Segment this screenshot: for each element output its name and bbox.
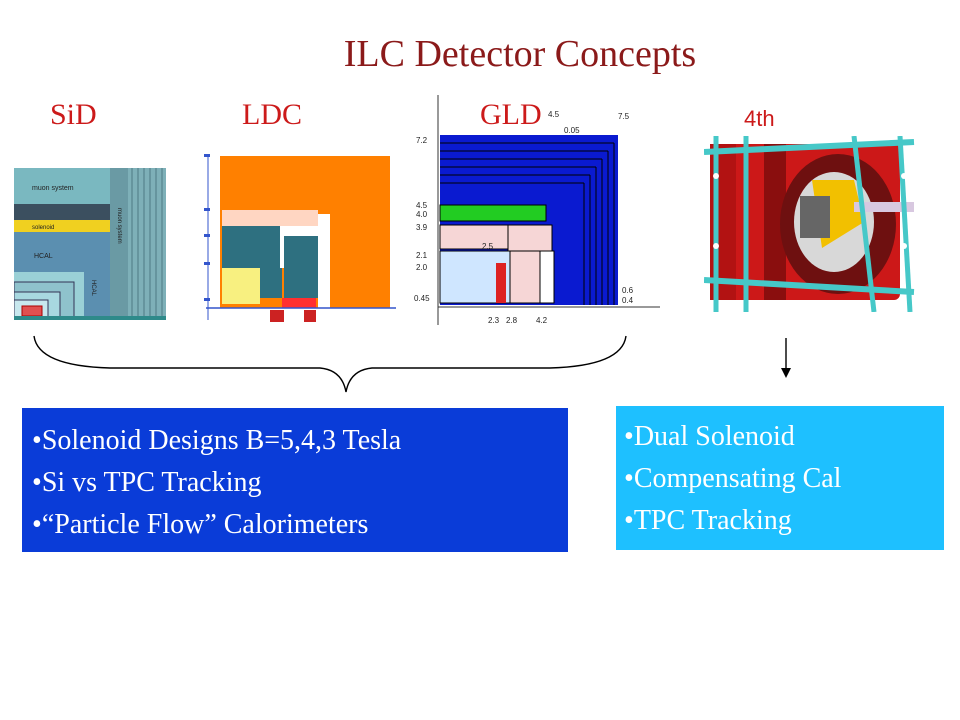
label-4th: 4th bbox=[744, 106, 775, 131]
4th-detector-rendering bbox=[704, 136, 924, 312]
gld-dim-label: 2.3 bbox=[488, 316, 500, 325]
gld-dim-label: 4.0 bbox=[416, 210, 428, 219]
gld-dim-label: 0.4 bbox=[622, 296, 634, 305]
list-item: TPC Tracking bbox=[624, 500, 944, 542]
gld-dim-label: 2.0 bbox=[416, 263, 428, 272]
sid-label-muon: muon system bbox=[32, 185, 74, 192]
ldc-detector-diagram bbox=[204, 154, 396, 322]
label-gld: GLD bbox=[480, 98, 542, 131]
grouping-brace bbox=[33, 335, 627, 393]
list-item: Dual Solenoid bbox=[624, 416, 944, 458]
sid-label-hcal: HCAL bbox=[34, 253, 53, 260]
gld-dim-label: 4.5 bbox=[548, 110, 560, 119]
list-item: Si vs TPC Tracking bbox=[32, 462, 568, 504]
gld-dim-label: 2.1 bbox=[416, 251, 428, 260]
gld-detector-diagram: 7.2 4.5 4.0 3.9 2.1 2.0 0.45 2.5 2.3 2.8… bbox=[414, 95, 660, 325]
gld-dim-label: 7.5 bbox=[618, 112, 630, 121]
sid-label-hcal-vertical: HCAL bbox=[90, 280, 96, 297]
label-sid: SiD bbox=[50, 98, 97, 131]
sid-detector-diagram: muon system solenoid HCAL muon system HC… bbox=[14, 168, 166, 320]
label-ldc: LDC bbox=[242, 98, 302, 131]
gld-dim-label: 0.05 bbox=[564, 126, 580, 135]
gld-dim-label: 4.2 bbox=[536, 316, 548, 325]
list-item: Compensating Cal bbox=[624, 458, 944, 500]
down-arrow-icon bbox=[781, 338, 791, 378]
gld-dim-label: 7.2 bbox=[416, 136, 428, 145]
sid-label-muon-vertical: muon system bbox=[116, 208, 122, 244]
fourth-features-box: Dual Solenoid Compensating Cal TPC Track… bbox=[616, 406, 944, 550]
gld-dim-label: 0.45 bbox=[414, 294, 430, 303]
gld-dim-label: 0.6 bbox=[622, 286, 634, 295]
list-item: “Particle Flow” Calorimeters bbox=[32, 504, 568, 546]
gld-dim-label: 2.8 bbox=[506, 316, 518, 325]
gld-dim-label: 4.5 bbox=[416, 201, 428, 210]
gld-dim-label: 3.9 bbox=[416, 223, 428, 232]
common-features-box: Solenoid Designs B=5,4,3 Tesla Si vs TPC… bbox=[22, 408, 568, 552]
list-item: Solenoid Designs B=5,4,3 Tesla bbox=[32, 420, 568, 462]
sid-label-solenoid: solenoid bbox=[32, 225, 54, 231]
gld-dim-label: 2.5 bbox=[482, 242, 494, 251]
slide-title: ILC Detector Concepts bbox=[343, 33, 697, 75]
